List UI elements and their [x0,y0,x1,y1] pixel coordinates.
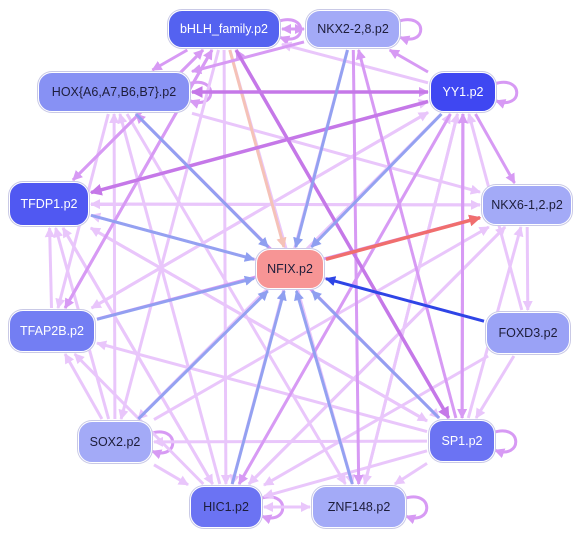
edge-hox-to-nfix [134,112,270,249]
node-label-nkx61: NKX6-1,2.p2 [491,198,563,212]
node-tfap2b[interactable]: TFAP2B.p2 [9,310,95,352]
edge-sox2-to-tfap2b [63,353,104,420]
edge-sox2-to-hox [109,112,120,420]
node-nkx22[interactable]: NKX2-2,8.p2 [306,10,400,48]
edge-nkx61-to-tfdp1 [89,199,481,210]
node-nkx61[interactable]: NKX6-1,2.p2 [482,185,572,225]
node-label-foxd3: FOXD3.p2 [498,326,558,340]
edge-nkx22-to-hox [191,40,305,74]
edge-hox-to-nkx61 [191,111,481,195]
edge-nkx61-to-foxd3 [522,226,533,312]
node-znf148[interactable]: ZNF148.p2 [312,486,406,528]
edge-nkx22-to-nfix [293,49,349,248]
self-loop-nkx22 [397,18,423,46]
edge-yy1-to-bhlh [281,41,429,85]
edge-yy1-to-nkx61 [474,113,516,184]
node-label-sox2: SOX2.p2 [89,435,141,449]
edge-tfap2b-to-yy1 [90,111,429,310]
edge-sox2-to-nkx61 [153,225,490,421]
node-foxd3[interactable]: FOXD3.p2 [486,312,570,354]
edge-foxd3-to-nfix [325,276,485,323]
edge-foxd3-to-hic1 [263,354,489,487]
edge-tfdp1-to-nfix [90,213,255,262]
edge-bhlh-to-hic1 [220,49,231,486]
node-yy1[interactable]: YY1.p2 [430,72,496,112]
edge-tfap2b-to-tfdp1 [44,226,55,309]
edge-tfap2b-to-nfix [96,275,255,321]
edge-sp1-to-yy1 [457,112,468,419]
edge-znf148-to-yy1 [363,113,461,485]
node-tfdp1[interactable]: TFDP1.p2 [9,182,89,226]
node-label-nkx22: NKX2-2,8.p2 [317,22,389,36]
edge-sp1-to-nkx22 [356,49,458,419]
node-label-hic1: HIC1.p2 [203,500,249,514]
edge-sox2-to-hic1 [153,463,189,486]
edge-bhlh-to-hox [151,48,189,72]
self-loop-znf148 [403,495,429,525]
edge-znf148-to-nfix [294,290,354,485]
edge-sp1-to-nfix [310,289,441,420]
edge-nfix-to-nkx61 [325,214,482,261]
node-label-tfap2b: TFAP2B.p2 [20,324,84,338]
node-label-tfdp1: TFDP1.p2 [20,197,78,211]
node-label-bhlh: bHLH_family.p2 [179,22,268,36]
edge-sp1-to-hic1 [263,449,428,499]
edge-sp1-to-tfap2b [96,340,428,434]
edge-bhlh-to-sp1 [234,49,451,420]
node-label-nfix: NFIX.p2 [267,262,313,276]
edge-sox2-to-nfix [137,289,269,421]
node-hox[interactable]: HOX{A6,A7,B6,B7}.p2 [38,72,190,112]
node-sp1[interactable]: SP1.p2 [429,420,495,462]
edge-hox-to-znf148 [125,113,347,485]
node-bhlh[interactable]: bHLH_family.p2 [168,10,280,48]
node-label-hox: HOX{A6,A7,B6,B7}.p2 [51,85,177,99]
node-nfix[interactable]: NFIX.p2 [256,249,324,289]
self-loop-yy1 [493,80,519,109]
node-sox2[interactable]: SOX2.p2 [78,421,152,463]
edge-yy1-to-hic1 [237,113,452,485]
node-label-sp1: SP1.p2 [441,434,483,448]
edge-layer [44,23,533,513]
edge-yy1-to-tfdp1 [89,99,429,196]
edge-hic1-to-nfix [230,290,287,485]
self-loop-sp1 [492,429,518,459]
edge-sp1-to-znf148 [394,462,428,486]
edge-yy1-to-nkx22 [388,48,429,74]
edge-sp1-to-tfdp1 [89,226,428,423]
node-hic1[interactable]: HIC1.p2 [190,486,262,528]
node-label-yy1: YY1.p2 [442,85,484,99]
node-label-znf148: ZNF148.p2 [327,500,391,514]
edge-nkx22-to-znf148 [351,49,364,486]
edge-yy1-to-nfix [310,112,443,249]
edge-foxd3-to-sp1 [474,355,516,419]
